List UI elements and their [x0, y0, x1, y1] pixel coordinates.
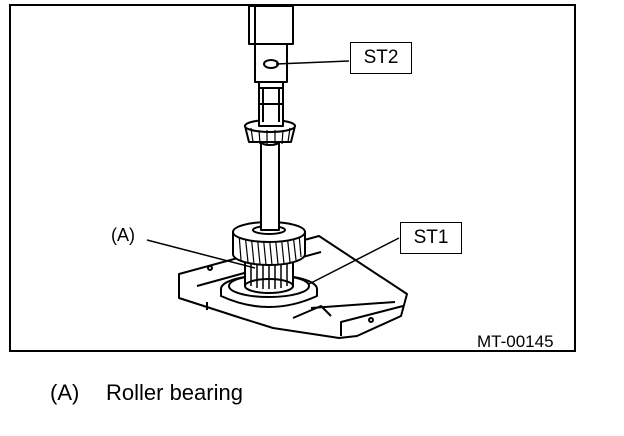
caption-key: (A): [50, 380, 80, 405]
caption: (A) Roller bearing: [50, 380, 243, 406]
press-fit-illustration: [146, 6, 408, 339]
st2-label: ST2: [350, 42, 412, 74]
a-label: (A): [111, 225, 135, 245]
figure-frame: ST2 ST1 (A) MT-00145: [9, 4, 576, 352]
st1-leader: [308, 237, 400, 285]
shaft: [260, 141, 280, 231]
press-ram: [248, 6, 294, 45]
caption-text: Roller bearing: [106, 380, 243, 405]
st2-leader: [275, 60, 350, 65]
a-leader: [146, 239, 256, 269]
st1-label: ST1: [400, 222, 462, 254]
figure-id: MT-00145: [477, 332, 554, 351]
